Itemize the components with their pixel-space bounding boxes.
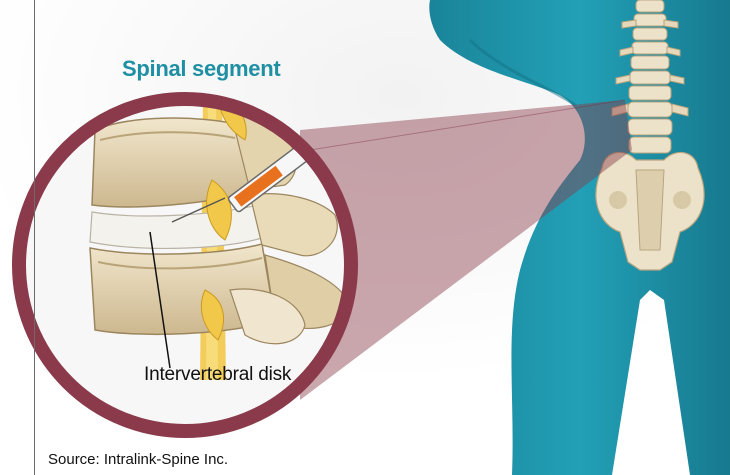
intervertebral-disk-label: Intervertebral disk (144, 364, 291, 386)
diagram-title: Spinal segment (122, 56, 280, 82)
source-credit: Source: Intralink-Spine Inc. (48, 451, 228, 468)
left-border (34, 0, 35, 475)
